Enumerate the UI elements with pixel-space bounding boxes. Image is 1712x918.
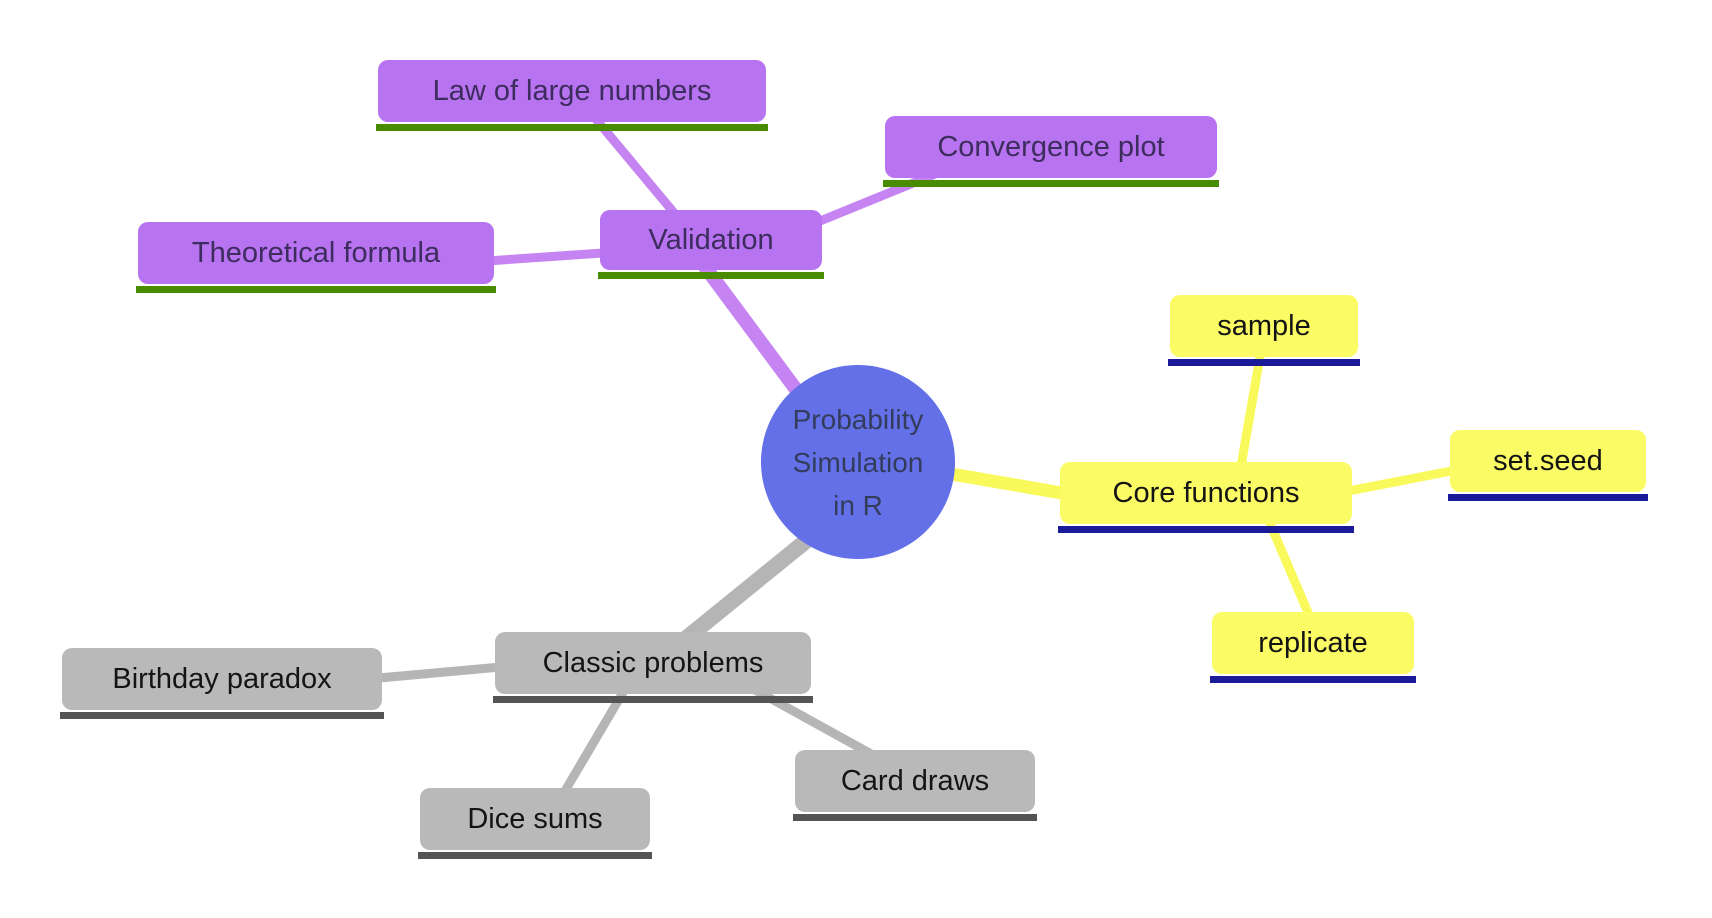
edge-validation-law-of-large-numbers — [585, 107, 690, 231]
center-label-line: in R — [833, 489, 883, 521]
edge-classic-birthday-paradox — [363, 661, 517, 684]
node-label: Convergence plot — [937, 130, 1165, 163]
node-label: Theoretical formula — [191, 236, 441, 269]
node-label: sample — [1217, 309, 1311, 342]
node-center-probability-simulation-in-r[interactable]: Probability Simulation in R — [761, 365, 955, 559]
node-validation[interactable]: Validation — [598, 210, 824, 279]
node-sample[interactable]: sample — [1168, 295, 1360, 366]
node-replicate[interactable]: replicate — [1210, 612, 1416, 683]
node-label: Dice sums — [467, 802, 603, 835]
node-label: Validation — [648, 223, 774, 256]
node-label: Birthday paradox — [112, 662, 332, 695]
edge-core-set-seed — [1333, 462, 1477, 498]
node-dice-sums[interactable]: Dice sums — [418, 788, 652, 859]
center-label-line: Simulation — [792, 446, 924, 478]
node-label: Law of large numbers — [432, 74, 712, 107]
node-convergence-plot[interactable]: Convergence plot — [883, 116, 1219, 187]
node-label: Classic problems — [542, 646, 764, 679]
node-birthday-paradox[interactable]: Birthday paradox — [60, 648, 384, 719]
node-label: replicate — [1258, 626, 1368, 659]
edge-center-classic-problems — [670, 520, 830, 653]
edge-validation-convergence-plot — [793, 163, 955, 235]
node-classic-problems[interactable]: Classic problems — [493, 632, 813, 703]
node-law-of-large-numbers[interactable]: Law of large numbers — [376, 60, 768, 131]
center-label-line: Probability — [792, 403, 924, 435]
node-theoretical-formula[interactable]: Theoretical formula — [136, 222, 496, 293]
edge-core-sample — [1235, 340, 1267, 477]
node-label: Card draws — [840, 764, 990, 797]
node-core-functions[interactable]: Core functions — [1058, 462, 1354, 533]
node-label: set.seed — [1493, 444, 1603, 477]
node-set-seed[interactable]: set.seed — [1448, 430, 1648, 501]
node-card-draws[interactable]: Card draws — [793, 750, 1037, 821]
node-label: Core functions — [1112, 476, 1300, 509]
